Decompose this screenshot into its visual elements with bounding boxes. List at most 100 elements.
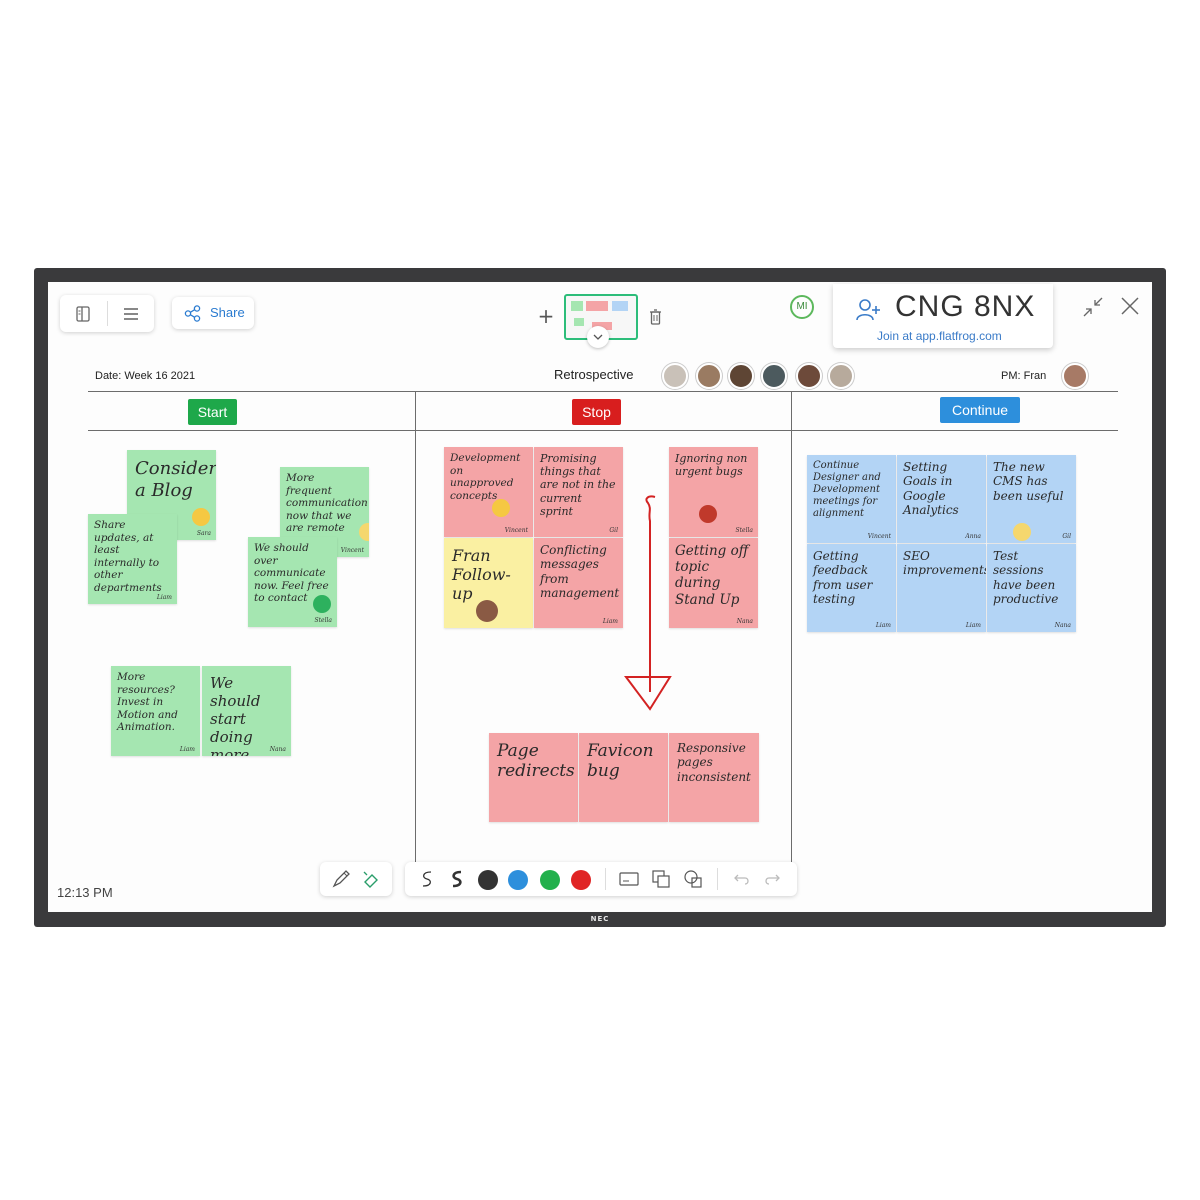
selection-toolbar	[320, 862, 392, 896]
session-code: CNG 8NX	[895, 290, 1036, 323]
menu-icon[interactable]	[112, 299, 150, 328]
sticky-note[interactable]: Fran Follow-up	[444, 538, 533, 628]
note-signature: Nana	[736, 617, 753, 625]
bug-icon	[699, 505, 717, 523]
trash-icon[interactable]	[646, 306, 664, 328]
note-text: Consider a Blog	[135, 458, 216, 501]
sticky-note[interactable]: Development on unapproved concepts Vince…	[444, 447, 533, 537]
shrink-icon[interactable]	[1081, 295, 1105, 319]
chevron-down-icon[interactable]	[587, 326, 609, 348]
pm-avatar	[1062, 363, 1088, 389]
shapes-icon[interactable]	[681, 867, 705, 891]
user-avatar[interactable]: MI	[790, 295, 814, 319]
color-swatch-green[interactable]	[540, 870, 560, 890]
note-signature: Vincent	[340, 546, 364, 554]
sticky-note[interactable]: We should over communicate now. Feel fre…	[248, 537, 337, 627]
sticky-note[interactable]: The new CMS has been useful Gil	[987, 455, 1076, 543]
color-swatch-black[interactable]	[478, 870, 498, 890]
note-text: Page redirects	[497, 741, 575, 782]
sticky-note[interactable]: Test sessions have been productive Nana	[987, 544, 1076, 632]
note-signature: Vincent	[504, 526, 528, 534]
pm-label: PM: Fran	[1001, 370, 1047, 382]
eraser-icon[interactable]	[358, 867, 384, 891]
note-text: Fran Follow-up	[452, 546, 511, 604]
redo-icon[interactable]	[760, 867, 784, 891]
avatar	[728, 363, 754, 389]
add-user-icon	[856, 299, 880, 321]
sticky-note[interactable]: Favicon bug	[579, 733, 668, 822]
sticky-note[interactable]: Setting Goals in Google Analytics Anna	[897, 455, 986, 543]
join-instructions: Join at app.flatfrog.com	[877, 329, 1002, 343]
share-icon	[184, 305, 201, 322]
sticky-note[interactable]: SEO improvements Liam	[897, 544, 986, 632]
copy-icon[interactable]	[649, 867, 673, 891]
note-signature: Liam	[179, 745, 195, 753]
toolbar-divider	[107, 301, 108, 326]
note-text: Conflicting messages from management	[540, 543, 620, 601]
toolbar-divider	[717, 868, 718, 890]
color-swatch-red[interactable]	[571, 870, 591, 890]
sticky-note[interactable]: Getting feedback from user testing Liam	[807, 544, 896, 632]
drawing-toolbar	[405, 862, 797, 896]
session-code-panel[interactable]: CNG 8NX Join at app.flatfrog.com	[833, 284, 1053, 348]
emoji-icon	[192, 508, 210, 526]
emoji-icon	[492, 499, 510, 517]
note-signature: Vincent	[867, 532, 891, 540]
column-label-continue: Continue	[940, 397, 1020, 423]
star-icon	[359, 523, 369, 541]
check-icon	[313, 595, 331, 613]
note-signature: Nana	[1054, 621, 1071, 629]
note-signature: Liam	[965, 621, 981, 629]
clock: 12:13 PM	[57, 885, 113, 900]
note-text: We should start doing more Video	[210, 674, 261, 756]
share-label: Share	[210, 305, 245, 320]
note-text: We should over communicate now. Feel fre…	[254, 542, 329, 605]
sticky-note[interactable]: Ignoring non urgent bugs Stella	[669, 447, 758, 537]
sidebar-icon[interactable]	[64, 299, 102, 328]
note-text: SEO improvements	[903, 549, 986, 578]
pen-thin-icon[interactable]	[415, 867, 439, 891]
color-swatch-blue[interactable]	[508, 870, 528, 890]
note-text: More resources? Invest in Motion and Ani…	[117, 671, 178, 734]
sticky-note[interactable]: Getting off topic during Stand Up Nana	[669, 538, 758, 628]
avatar	[696, 363, 722, 389]
share-button[interactable]: Share	[172, 297, 254, 329]
note-signature: Stella	[735, 526, 754, 534]
column-divider	[791, 391, 792, 862]
sticky-note[interactable]: Promising things that are not in the cur…	[534, 447, 623, 537]
note-text: Getting off topic during Stand Up	[675, 543, 749, 608]
note-text: Ignoring non urgent bugs	[675, 452, 748, 479]
avatar	[761, 363, 787, 389]
note-icon[interactable]	[617, 867, 641, 891]
note-text: Responsive pages inconsistent	[677, 741, 751, 784]
board-date: Date: Week 16 2021	[95, 370, 196, 382]
avatar	[476, 600, 498, 622]
pen-thick-icon[interactable]	[445, 867, 469, 891]
board-title: Retrospective	[554, 367, 634, 382]
header-divider	[88, 391, 1118, 392]
sticky-note[interactable]: Continue Designer and Development meetin…	[807, 455, 896, 543]
column-label-start: Start	[188, 399, 237, 425]
top-left-toolbar	[60, 295, 154, 332]
add-icon[interactable]: +	[537, 304, 555, 328]
undo-icon[interactable]	[730, 867, 754, 891]
sticky-note[interactable]: Conflicting messages from management Lia…	[534, 538, 623, 628]
note-signature: Nana	[269, 745, 286, 753]
note-text: Development on unapproved concepts	[450, 452, 521, 502]
sticky-note[interactable]: More resources? Invest in Motion and Ani…	[111, 666, 200, 756]
pen-select-icon[interactable]	[328, 867, 354, 891]
drawn-arrow[interactable]	[618, 487, 678, 717]
close-icon[interactable]	[1118, 294, 1142, 318]
avatar	[796, 363, 822, 389]
sticky-note[interactable]: Responsive pages inconsistent	[669, 733, 759, 822]
brand-logo: NEC	[590, 915, 610, 923]
sticky-note[interactable]: Share updates, at least internally to ot…	[88, 514, 177, 604]
note-signature: Stella	[314, 616, 333, 624]
note-text: Share updates, at least internally to ot…	[94, 519, 162, 594]
sticky-note[interactable]: Page redirects	[489, 733, 578, 822]
note-signature: Sara	[196, 529, 211, 537]
sticky-note[interactable]: We should start doing more Video Nana	[202, 666, 291, 756]
note-signature: Liam	[875, 621, 891, 629]
toolbar-divider	[605, 868, 606, 890]
note-text: Setting Goals in Google Analytics	[903, 460, 959, 518]
